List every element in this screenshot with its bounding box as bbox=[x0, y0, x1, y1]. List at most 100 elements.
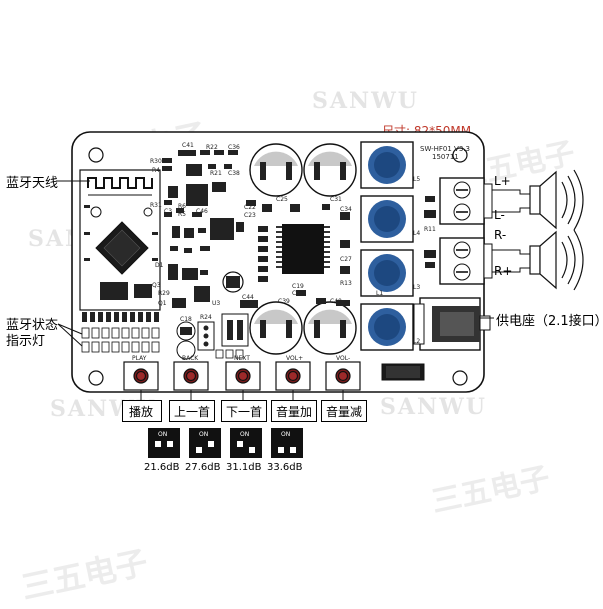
speaker-left-icon bbox=[529, 169, 584, 231]
silk-c41: C41 bbox=[182, 142, 194, 149]
silk-c34: C34 bbox=[340, 206, 352, 213]
board-version: SW-HF01 V3.3 bbox=[420, 145, 470, 153]
gain-label-2: 27.6dB bbox=[185, 462, 221, 473]
gain-switch-diagram-2 bbox=[189, 428, 221, 458]
silk-d1: D1 bbox=[155, 262, 164, 269]
label-back: 上一首 bbox=[169, 400, 215, 422]
mounting-hole bbox=[452, 147, 468, 163]
silk-r5: R5 bbox=[178, 211, 186, 218]
silk-c38: C38 bbox=[228, 170, 240, 177]
silk-next: NEXT bbox=[234, 355, 250, 362]
silk-l3: L3 bbox=[413, 284, 421, 291]
electrolytic-capacitor bbox=[249, 301, 303, 355]
electrolytic-capacitor bbox=[303, 143, 357, 197]
gain-label-1: 21.6dB bbox=[144, 462, 180, 473]
silk-c23: C23 bbox=[244, 212, 256, 219]
silk-u3: U3 bbox=[212, 300, 221, 307]
silk-vol-down: VOL- bbox=[336, 355, 351, 362]
mounting-hole bbox=[88, 370, 104, 386]
amplifier-ic bbox=[276, 224, 330, 274]
silk-r30: R30 bbox=[150, 158, 162, 165]
callout-bt-status-line1: 蓝牙状态 bbox=[6, 318, 59, 333]
label-vol-up-text: 音量加 bbox=[276, 405, 313, 419]
flash-chip bbox=[100, 282, 128, 300]
bt-antenna-trace bbox=[87, 177, 153, 189]
gain-switch-on-1: ON bbox=[158, 431, 168, 438]
silk-l1: L1 bbox=[376, 290, 384, 297]
silk-r6: R6 bbox=[178, 203, 186, 210]
gain-switch-on-3: ON bbox=[240, 431, 250, 438]
label-vol-up: 音量加 bbox=[271, 400, 317, 422]
silk-c27: C27 bbox=[340, 256, 352, 263]
silk-c3: C3 bbox=[164, 208, 173, 215]
speaker-right-icon bbox=[529, 229, 584, 291]
terminal-label-l-plus: L+ bbox=[494, 174, 511, 188]
status-led-row bbox=[81, 327, 160, 353]
inductor-l4 bbox=[360, 195, 414, 243]
watermark-sanwu: SANWU bbox=[312, 88, 419, 114]
silk-c18: C18 bbox=[180, 316, 192, 323]
terminal-label-l-minus: L- bbox=[494, 208, 505, 222]
silk-r21: R21 bbox=[210, 170, 222, 177]
label-next: 下一首 bbox=[221, 400, 267, 422]
silk-q1: Q1 bbox=[158, 300, 167, 307]
inductor-l3 bbox=[360, 249, 414, 297]
silk-c22: C22 bbox=[244, 204, 256, 211]
electrolytic-capacitor bbox=[303, 301, 357, 355]
callout-bt-antenna: 蓝牙天线 bbox=[6, 176, 59, 191]
silk-c40: C40 bbox=[330, 298, 342, 305]
mounting-hole bbox=[88, 147, 104, 163]
inductor-l2 bbox=[360, 303, 414, 351]
label-play-text: 播放 bbox=[129, 405, 154, 419]
silk-c46: C46 bbox=[196, 208, 208, 215]
gain-label-4: 33.6dB bbox=[267, 462, 303, 473]
screw-terminal-right bbox=[439, 237, 493, 285]
gain-switch-diagram-3 bbox=[230, 428, 262, 458]
silk-r13: R13 bbox=[340, 280, 352, 287]
label-play: 播放 bbox=[122, 400, 162, 422]
silk-c25: C25 bbox=[276, 196, 288, 203]
silk-c36: C36 bbox=[228, 144, 240, 151]
gain-switch-diagram-4 bbox=[271, 428, 303, 458]
silk-play: PLAY bbox=[132, 355, 147, 362]
silk-c19: C19 bbox=[292, 283, 304, 290]
button-play bbox=[123, 361, 159, 391]
gain-switch-on-4: ON bbox=[281, 431, 291, 438]
silk-l2: L2 bbox=[413, 338, 421, 345]
silk-c39: C39 bbox=[278, 298, 290, 305]
silk-r22: R22 bbox=[206, 144, 218, 151]
power-jack bbox=[413, 297, 491, 351]
silk-r11: R11 bbox=[424, 226, 436, 233]
label-back-text: 上一首 bbox=[174, 405, 211, 419]
silk-r24: R24 bbox=[200, 314, 212, 321]
callout-power-jack: 供电座（2.1接口） bbox=[496, 314, 603, 329]
silk-r29: R29 bbox=[158, 290, 170, 297]
bt-chip bbox=[95, 221, 149, 275]
watermark-sanwu: SANWU bbox=[380, 394, 487, 420]
silk-q3: Q3 bbox=[152, 282, 161, 289]
silk-c31: C31 bbox=[330, 196, 342, 203]
silk-c44: C44 bbox=[242, 294, 254, 301]
label-vol-down: 音量减 bbox=[321, 400, 367, 422]
terminal-label-r-minus: R- bbox=[494, 228, 507, 242]
button-vol-up bbox=[275, 361, 311, 391]
board-date: 150711 bbox=[432, 153, 459, 161]
button-next bbox=[225, 361, 261, 391]
gain-switch-diagram-1 bbox=[148, 428, 180, 458]
button-back bbox=[173, 361, 209, 391]
gain-label-3: 31.1dB bbox=[226, 462, 262, 473]
gain-dip-switch-onboard bbox=[221, 313, 249, 347]
silk-r31: R31 bbox=[150, 202, 162, 209]
screw-terminal-left bbox=[439, 177, 493, 225]
label-vol-down-text: 音量减 bbox=[326, 405, 363, 419]
bt-module bbox=[79, 169, 161, 311]
mounting-hole bbox=[452, 370, 468, 386]
inductor-l5 bbox=[360, 141, 414, 189]
silk-back: BACK bbox=[182, 355, 199, 362]
label-next-text: 下一首 bbox=[226, 405, 263, 419]
silk-c20: C20 bbox=[292, 290, 304, 297]
callout-bt-status-line2: 指示灯 bbox=[6, 334, 46, 349]
silk-l4: L4 bbox=[413, 230, 421, 237]
button-vol-down bbox=[325, 361, 361, 391]
